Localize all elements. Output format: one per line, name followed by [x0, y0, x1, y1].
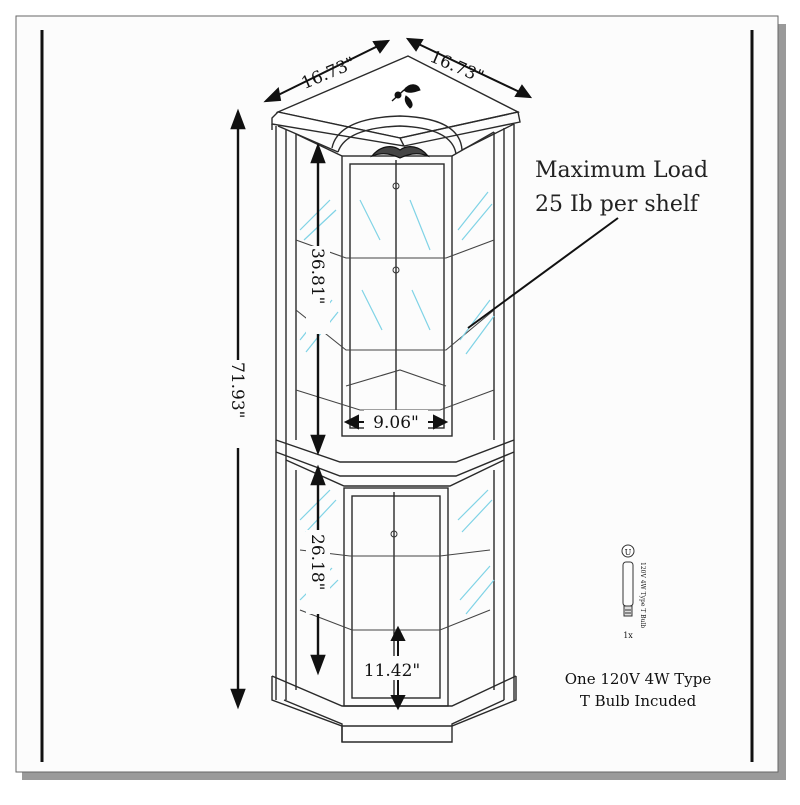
shelf-width-label-bg [364, 410, 428, 432]
crown-carving-icon [370, 146, 430, 159]
bulb-caption-line-2: T Bulb Incuded [580, 692, 697, 710]
bulb-icon [622, 561, 634, 617]
bulb-quantity: 1x [623, 631, 633, 640]
top-width-arrows [263, 37, 533, 103]
upper-height-label: 36.81" [307, 248, 327, 305]
bulb-caption-line-1: One 120V 4W Type [565, 670, 712, 688]
bulb-badge-icon [621, 544, 635, 558]
lower-height-label-bg [306, 530, 330, 614]
total-height-label: 71.93" [227, 362, 247, 419]
lower-door-knob-icon [390, 530, 398, 538]
lower-depth-label-bg [360, 656, 436, 680]
top-ornament-icon [391, 84, 421, 109]
upper-door-knob-2-icon [392, 266, 400, 274]
lower-depth-label: 11.42" [364, 661, 421, 681]
load-line-1: Maximum Load [535, 158, 708, 183]
lower-height-label: 26.18" [307, 534, 327, 591]
load-leader-line [467, 217, 619, 329]
shelf-width-label: 9.06" [373, 413, 419, 433]
upper-door-knob-icon [392, 182, 400, 190]
load-line-2: 25 Ib per shelf [535, 192, 700, 217]
bulb-badge: U [625, 548, 632, 557]
total-height-label-bg [226, 360, 250, 448]
bulb-vertical-label: 120V 4W Type T Bulb [639, 562, 646, 628]
upper-height-label-bg [306, 246, 330, 334]
